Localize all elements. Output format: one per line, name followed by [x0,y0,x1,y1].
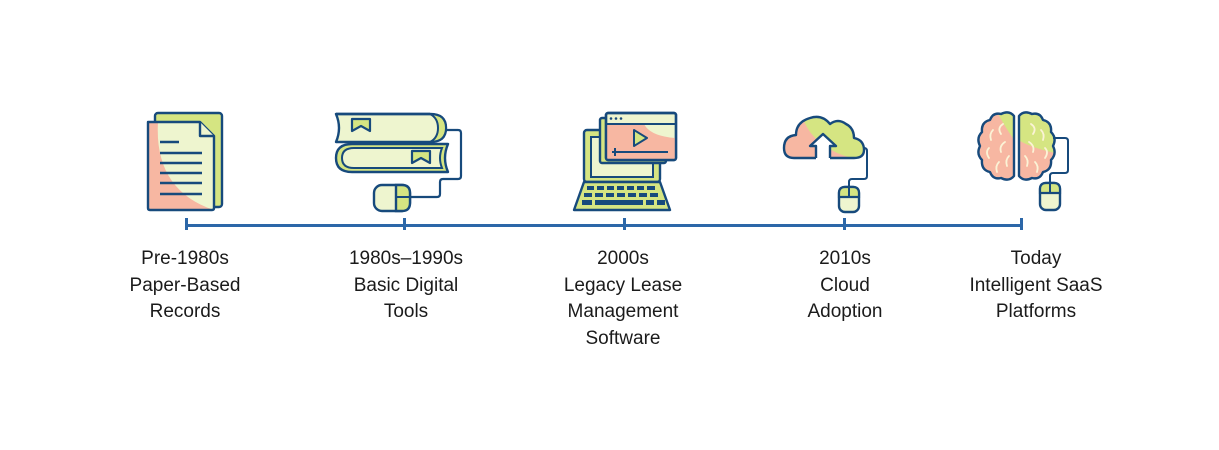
milestone-label-pre-1980s: Pre-1980s Paper-Based Records [75,246,295,326]
milestone-title-line: Cloud [820,274,870,296]
milestone-era: 1980s–1990s [348,248,464,269]
laptop-with-video-window-icon [570,110,680,215]
milestone-label-today: Today Intelligent SaaS Platforms [926,246,1146,326]
milestone-title-line: Software [585,327,661,349]
milestone-title-line: Platforms [995,301,1077,322]
milestone-title-line: Records [149,301,221,322]
milestone-era: 2000s [597,248,649,269]
milestone-title-line: Basic Digital [353,274,459,296]
paper-documents-icon [140,110,230,215]
milestone-era: Pre-1980s [141,248,229,269]
milestone-title-line: Paper-Based [129,274,241,296]
timeline-tick-2000s [623,218,626,230]
milestone-label-1980s-1990s: 1980s–1990s Basic Digital Tools [296,246,516,326]
timeline-axis [186,224,1023,227]
milestone-label-2000s: 2000s Legacy Lease Management Software [513,246,733,352]
milestone-title-line: Legacy Lease [563,274,683,296]
books-with-mouse-icon [330,108,470,218]
timeline-tick-pre-1980s [185,218,188,230]
milestone-title-line: Adoption [807,301,883,322]
milestone-label-2010s: 2010s Cloud Adoption [735,246,955,326]
brain-with-mouse-icon [975,108,1075,218]
milestone-era: Today [1010,248,1062,269]
milestone-era: 2010s [819,248,871,269]
timeline-tick-today [1020,218,1023,230]
timeline-tick-2010s [843,218,846,230]
timeline-tick-1980s-1990s [403,218,406,230]
cloud-upload-with-mouse-icon [780,110,875,215]
milestone-title-line: Intelligent SaaS [969,274,1103,296]
milestone-title-line: Tools [383,301,429,322]
milestone-title-line: Management [567,301,679,322]
